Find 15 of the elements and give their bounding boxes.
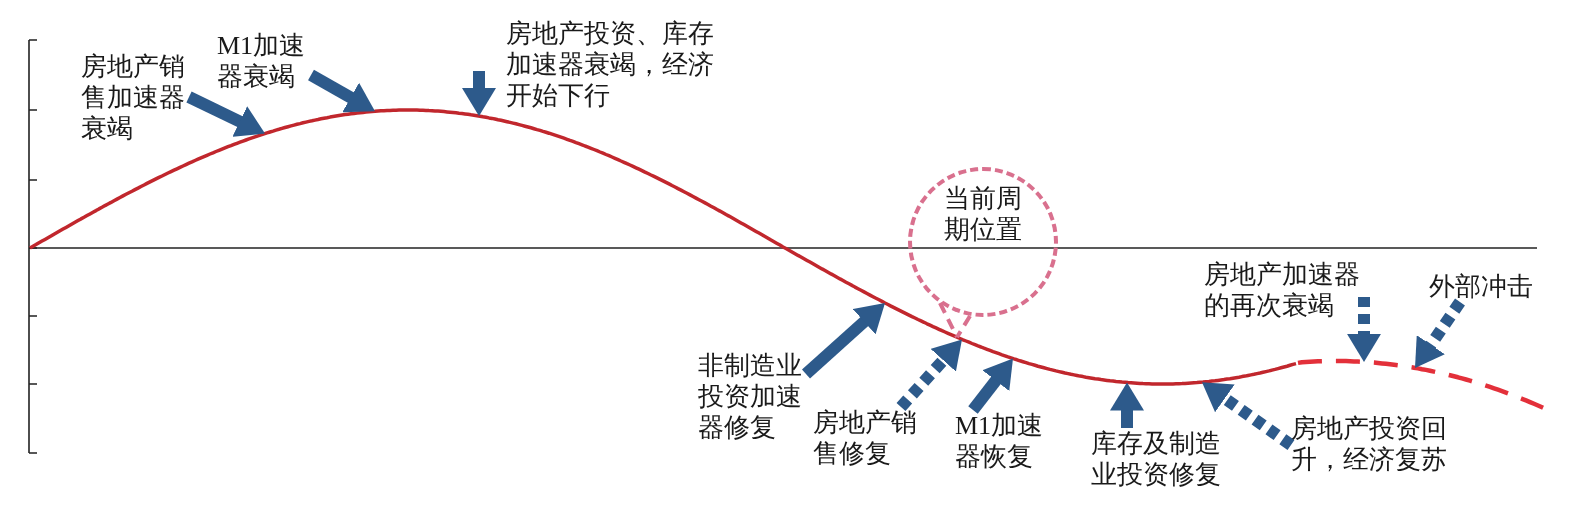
arrow [186,91,268,139]
annotation-text: 库存及制造业投资修复 [1091,428,1225,490]
dotted-arrow [1347,297,1381,362]
annotation-text: 房地产销售修复 [813,407,921,469]
annotation-text: 房地产加速器的再次衰竭 [1204,259,1364,321]
arrow [1110,382,1144,428]
annotation-text: 房地产投资、库存加速器衰竭，经济开始下行 [479,18,718,111]
annotation-text: 房地产销售加速器衰竭 [81,51,189,144]
callout-pointer [938,301,972,340]
annotation-text: 外部冲击 [1429,271,1537,302]
annotation-text: M1加速器恢复 [955,410,1049,472]
annotation-text: 非制造业投资加速器修复 [698,350,806,443]
annotation-text: 房地产投资回升，经济复苏 [1291,413,1451,475]
arrow [462,71,496,117]
annotation-text: M1加速器衰竭 [217,30,311,92]
